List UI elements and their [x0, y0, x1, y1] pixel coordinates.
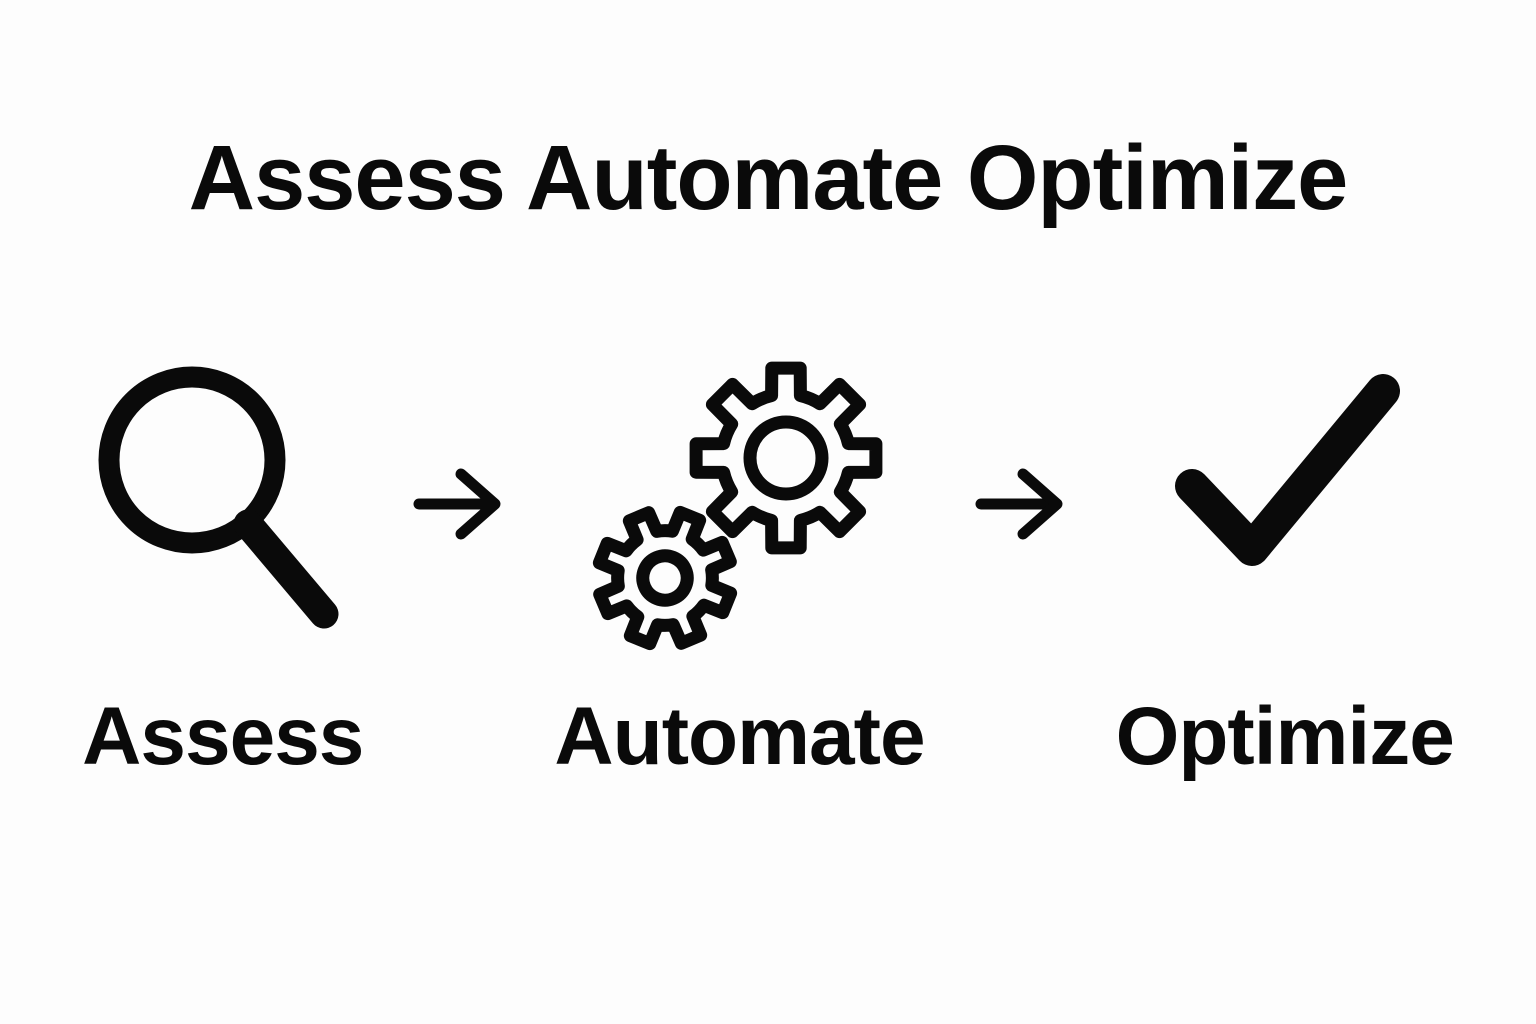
step-automate: Automate [554, 348, 926, 782]
arrow-right-icon [975, 468, 1063, 540]
checkmark-icon [1174, 374, 1400, 566]
process-flow: Assess [0, 348, 1536, 778]
magnifier-search-icon [98, 366, 339, 629]
page-title: Assess Automate Optimize [188, 127, 1349, 229]
arrow-right-icon [413, 468, 501, 540]
arrow-box-2 [973, 348, 1068, 660]
large-gear [697, 368, 877, 548]
step-label-automate: Automate [554, 691, 925, 782]
optimize-icon-box [1170, 348, 1400, 660]
step-assess: Assess [82, 348, 364, 782]
gears-icon [589, 350, 889, 658]
step-label-assess: Assess [82, 691, 364, 782]
automate-icon-box [589, 348, 889, 660]
assess-icon-box [98, 348, 348, 660]
small-gear [589, 491, 752, 658]
step-optimize: Optimize [1115, 348, 1455, 782]
step-label-optimize: Optimize [1115, 691, 1455, 782]
arrow-box-1 [411, 348, 506, 660]
